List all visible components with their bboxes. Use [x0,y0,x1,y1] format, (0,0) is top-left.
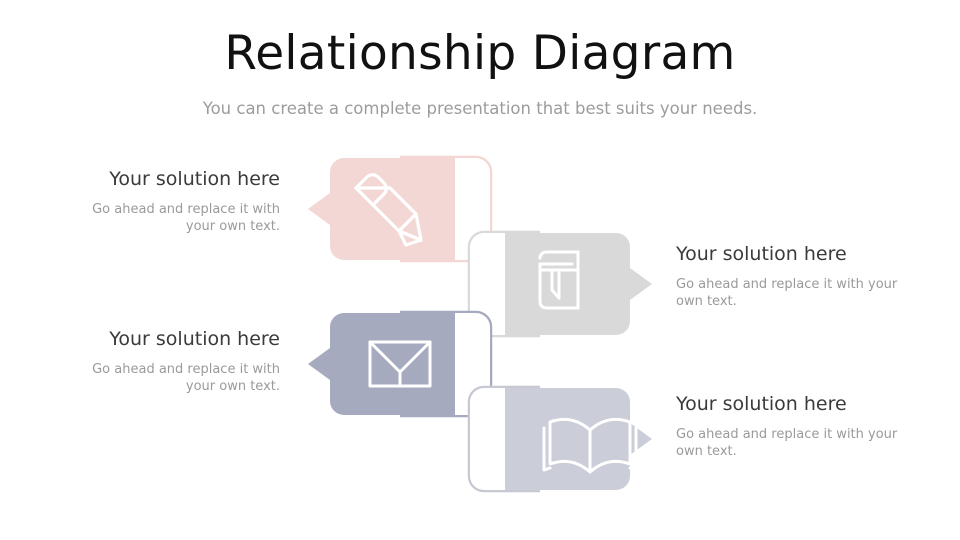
node-1-body: Go ahead and replace it with your own te… [92,201,280,235]
node-4-strip [470,388,505,490]
node-4-body: Go ahead and replace it with your own te… [676,426,898,460]
node-4-text-block: Your solution here Go ahead and replace … [676,393,906,461]
closed-book-icon [538,250,580,310]
node-3-text-block: Your solution here Go ahead and replace … [60,328,280,396]
node-3-body: Go ahead and replace it with your own te… [92,361,280,395]
node-4-group[interactable] [467,385,652,493]
node-3-group[interactable] [308,310,493,418]
page-subtitle: You can create a complete presentation t… [202,99,758,118]
node-3-heading: Your solution here [109,328,280,350]
page-title: Relationship Diagram [224,26,736,81]
node-2-card[interactable] [470,233,630,335]
node-1-group[interactable] [308,155,493,263]
open-book-icon [542,417,638,474]
pencil-icon [354,173,423,247]
node-2-tail [630,268,652,300]
node-1-tail [308,193,330,225]
node-2-group[interactable] [467,230,652,338]
node-4-tail [630,423,652,455]
node-2-heading: Your solution here [676,243,847,265]
node-2-text-block: Your solution here Go ahead and replace … [676,243,906,311]
node-3-tail [308,348,330,380]
node-4-heading: Your solution here [676,393,847,415]
node-1-text-block: Your solution here Go ahead and replace … [60,168,280,236]
envelope-icon [368,340,432,388]
node-2-body: Go ahead and replace it with your own te… [676,276,898,310]
node-1-heading: Your solution here [109,168,280,190]
